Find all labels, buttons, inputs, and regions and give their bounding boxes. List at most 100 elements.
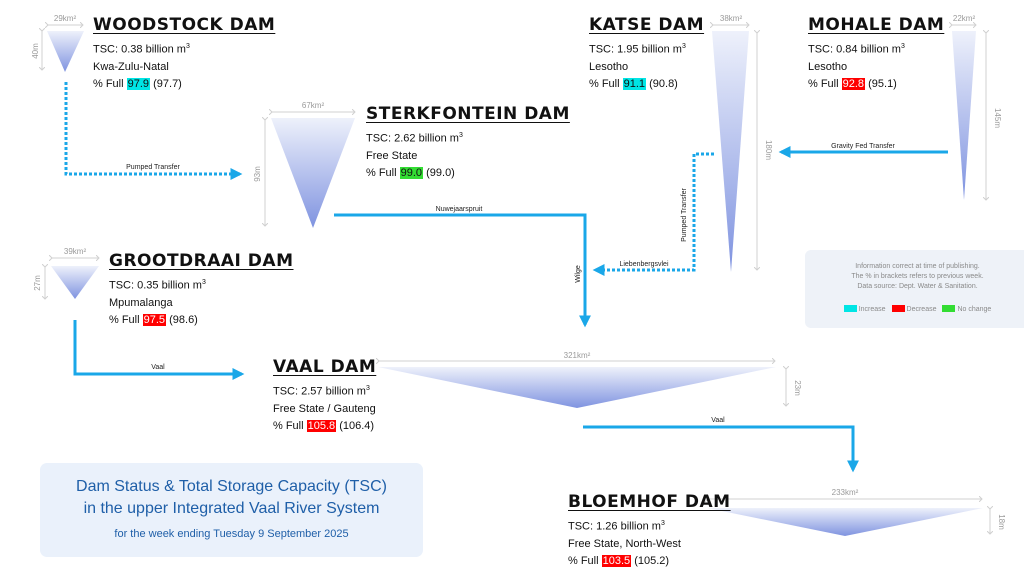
sterkfontein-depth-label: 93m — [253, 166, 262, 182]
previous-week-percent: (105.2) — [634, 554, 670, 567]
percent-full-label: % Full — [366, 166, 397, 179]
dam-title: STERKFONTEIN DAM — [366, 104, 570, 124]
percent-full-badge: 105.8 — [306, 419, 337, 432]
previous-week-percent: (98.6) — [169, 313, 198, 326]
percent-full-label: % Full — [808, 77, 839, 90]
mohale-transfer-label: Gravity Fed Transfer — [831, 143, 895, 150]
grootdraai-area-label: 39km² — [64, 247, 87, 256]
katse-transfer-label: Pumped Transfer — [681, 187, 688, 241]
mohale-dam-info: MOHALE DAM TSC: 0.84 billion m3 Lesotho … — [808, 15, 944, 93]
decrease-swatch — [891, 305, 905, 312]
increase-swatch — [843, 305, 857, 312]
dam-location: Lesotho — [808, 60, 848, 73]
vaal-bloemhof-label: Vaal — [711, 417, 725, 424]
dam-title: MOHALE DAM — [808, 15, 945, 35]
dam-title: WOODSTOCK DAM — [93, 15, 276, 35]
nuwejaarspruit-label: Nuwejaarspruit — [436, 206, 483, 213]
grootdraai-dam-info: GROOTDRAAI DAM TSC: 0.35 billion m3 Mpum… — [109, 251, 294, 329]
legend-key-label: Increase — [858, 306, 886, 313]
dam-title: VAAL DAM — [273, 357, 377, 377]
liebenbergsvlei-label: Liebenbergsvlei — [619, 261, 668, 268]
percent-full-line: % Full 97.5 (98.6) — [109, 312, 294, 329]
grootdraai-depth-label: 27m — [33, 275, 42, 291]
tsc-line: TSC: 1.95 billion m3 — [589, 38, 704, 59]
percent-full-line: % Full 91.1 (90.8) — [589, 76, 704, 93]
vaal-reservoir-shape — [378, 367, 776, 408]
tsc-value: TSC: 0.84 billion m — [808, 43, 901, 56]
tsc-value: TSC: 2.57 billion m — [273, 385, 366, 398]
previous-week-percent: (90.8) — [649, 77, 678, 90]
legend-info: Information correct at time of publishin… — [805, 262, 1024, 292]
unit-exponent: 3 — [201, 279, 206, 286]
tsc-value: TSC: 0.35 billion m — [109, 279, 202, 292]
legend-box: Information correct at time of publishin… — [805, 250, 1024, 328]
previous-week-percent: (95.1) — [868, 77, 897, 90]
sterkfontein-reservoir-shape — [271, 118, 355, 228]
woodstock-sterkfontein-pumped-arrow — [64, 82, 243, 180]
mohale-area-label: 22km² — [953, 14, 976, 23]
percent-full-badge: 103.5 — [601, 554, 632, 567]
title-line-2: in the upper Integrated Vaal River Syste… — [83, 500, 380, 517]
bloemhof-depth-label: 18m — [997, 514, 1006, 530]
title-line-1: Dam Status & Total Storage Capacity (TSC… — [76, 478, 387, 495]
katse-depth-label: 180m — [764, 140, 773, 160]
sterkfontein-area-label: 67km² — [302, 101, 325, 110]
legend-keys: Increase Decrease No change — [805, 305, 1024, 313]
grootdraai-reservoir-shape — [51, 266, 99, 299]
unit-exponent: 3 — [185, 43, 190, 50]
sterkfontein-vaal-wilge-arrow — [334, 213, 591, 328]
grootdraai-vaal-arrow — [73, 320, 245, 380]
mohale-depth-label: 145m — [993, 108, 1002, 128]
tsc-line: TSC: 1.26 billion m3 — [568, 515, 731, 536]
woodstock-transfer-label: Pumped Transfer — [126, 164, 180, 171]
tsc-value: TSC: 1.95 billion m — [589, 43, 682, 56]
katse-reservoir-shape — [712, 31, 749, 272]
vaal-depth-label: 23m — [793, 380, 802, 396]
percent-full-label: % Full — [93, 77, 124, 90]
percent-full-badge: 99.0 — [399, 166, 424, 179]
previous-week-percent: (99.0) — [426, 166, 455, 179]
legend-key-increase: Increase — [843, 305, 886, 313]
dam-title: KATSE DAM — [589, 15, 705, 35]
katse-wilge-pumped-arrow — [592, 152, 714, 276]
legend-info-line: Data source: Dept. Water & Sanitation. — [857, 283, 978, 290]
bloemhof-reservoir-shape — [707, 508, 983, 536]
tsc-value: TSC: 1.26 billion m — [568, 520, 661, 533]
tsc-value: TSC: 0.38 billion m — [93, 43, 186, 56]
unit-exponent: 3 — [458, 132, 463, 139]
percent-full-line: % Full 97.9 (97.7) — [93, 76, 275, 93]
dam-title: BLOEMHOF DAM — [568, 492, 731, 512]
dam-location: Free State / Gauteng — [273, 402, 376, 415]
percent-full-badge: 97.9 — [126, 77, 151, 90]
dam-location: Mpumalanga — [109, 296, 173, 309]
no-change-swatch — [942, 305, 956, 312]
percent-full-label: % Full — [273, 419, 304, 432]
previous-week-percent: (106.4) — [339, 419, 375, 432]
dam-location: Kwa-Zulu-Natal — [93, 60, 169, 73]
percent-full-badge: 97.5 — [142, 313, 167, 326]
woodstock-reservoir-shape — [47, 31, 84, 72]
dam-location: Free State, North-West — [568, 537, 681, 550]
woodstock-depth-label: 40m — [31, 43, 40, 59]
tsc-value: TSC: 2.62 billion m — [366, 132, 459, 145]
title-box: Dam Status & Total Storage Capacity (TSC… — [40, 463, 423, 557]
vaal-bloemhof-arrow — [583, 425, 859, 473]
percent-full-label: % Full — [109, 313, 140, 326]
bloemhof-dam-info: BLOEMHOF DAM TSC: 1.26 billion m3 Free S… — [568, 492, 731, 570]
percent-full-line: % Full 92.8 (95.1) — [808, 76, 944, 93]
tsc-line: TSC: 2.57 billion m3 — [273, 380, 376, 401]
tsc-line: TSC: 2.62 billion m3 — [366, 127, 570, 148]
dam-location: Lesotho — [589, 60, 629, 73]
unit-exponent: 3 — [365, 385, 370, 392]
percent-full-badge: 91.1 — [622, 77, 647, 90]
grootdraai-vaal-label: Vaal — [151, 364, 165, 371]
percent-full-line: % Full 105.8 (106.4) — [273, 418, 376, 435]
dam-location: Free State — [366, 149, 418, 162]
percent-full-label: % Full — [568, 554, 599, 567]
tsc-line: TSC: 0.84 billion m3 — [808, 38, 944, 59]
tsc-line: TSC: 0.38 billion m3 — [93, 38, 275, 59]
legend-info-line: The % in brackets refers to previous wee… — [851, 273, 984, 280]
tsc-line: TSC: 0.35 billion m3 — [109, 274, 294, 295]
page-title: Dam Status & Total Storage Capacity (TSC… — [40, 476, 423, 520]
